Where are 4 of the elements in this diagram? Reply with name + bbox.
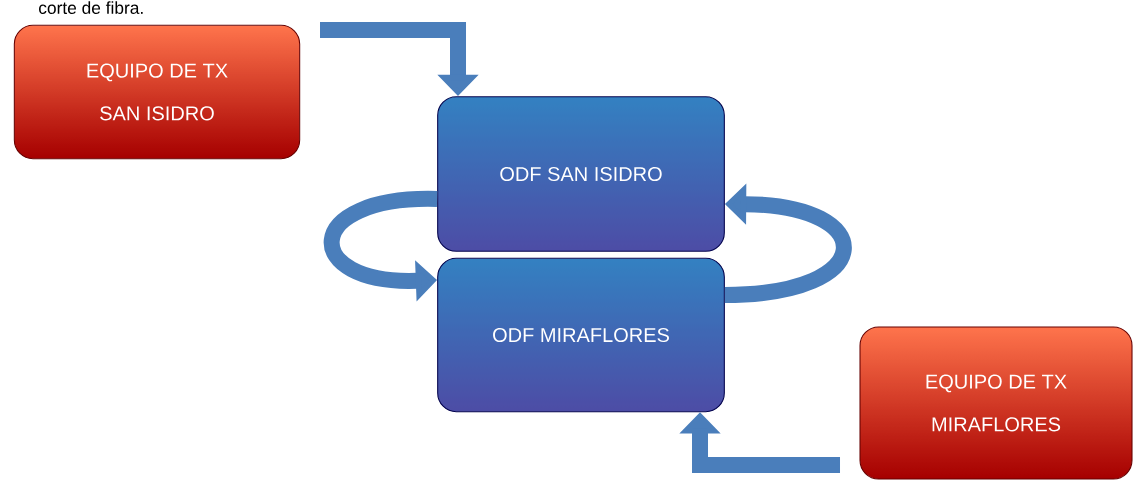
equipment-box: EQUIPO DE TX MIRAFLORES — [859, 326, 1133, 480]
equipment-box: EQUIPO DE TX SAN ISIDRO — [13, 24, 301, 160]
odf-box: ODF MIRAFLORES — [437, 257, 725, 413]
odf-box: ODF SAN ISIDRO — [437, 96, 725, 252]
